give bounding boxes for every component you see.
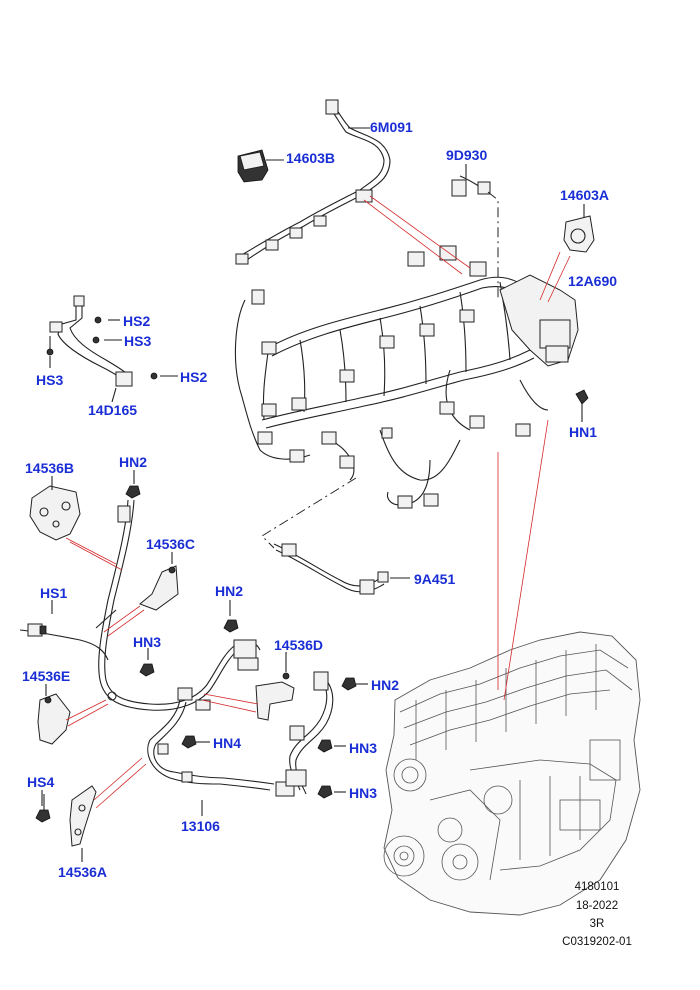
part-6M091 xyxy=(235,99,391,265)
ref-date: 18-2022 xyxy=(575,900,619,912)
label-HN3-lower-right: HN3 xyxy=(349,785,378,801)
label-14D165: 14D165 xyxy=(88,402,138,418)
label-HN2-middle: HN2 xyxy=(215,583,244,599)
label-14536C: 14536C xyxy=(146,536,196,552)
label-HS3-right: HS3 xyxy=(124,333,152,349)
label-HN3-upper-right: HN3 xyxy=(349,740,378,756)
label-HN1: HN1 xyxy=(569,424,598,440)
routing-line-9A451 xyxy=(261,477,357,549)
secondary-harness xyxy=(285,671,334,795)
part-14536A xyxy=(69,785,97,847)
part-14536C xyxy=(139,565,179,611)
label-ticks xyxy=(41,127,585,862)
main-engine-harness xyxy=(234,245,579,509)
part-14603B xyxy=(237,149,269,183)
label-HN2-top: HN2 xyxy=(119,454,148,470)
part-13106 xyxy=(19,499,295,797)
routing-line-9D930 xyxy=(487,191,499,300)
label-HN4: HN4 xyxy=(213,735,242,751)
fasteners xyxy=(35,485,357,823)
part-14603A xyxy=(563,215,595,253)
label-HS3-left: HS3 xyxy=(36,372,64,388)
label-14603A: 14603A xyxy=(560,187,610,203)
label-9D930: 9D930 xyxy=(446,147,488,163)
label-14536B: 14536B xyxy=(25,460,75,476)
label-14536E: 14536E xyxy=(22,668,71,684)
part-14536D xyxy=(255,672,295,721)
part-14D165 xyxy=(46,295,158,387)
label-14603B: 14603B xyxy=(286,150,336,166)
label-HS1: HS1 xyxy=(40,585,68,601)
leader-lines xyxy=(65,195,571,809)
label-HN2-right: HN2 xyxy=(371,677,400,693)
label-HS2-top: HS2 xyxy=(123,313,151,329)
ref-code: C0319202-01 xyxy=(562,936,632,948)
ref-number: 4180101 xyxy=(574,881,620,893)
label-HS2-bottom: HS2 xyxy=(180,369,208,385)
label-9A451: 9A451 xyxy=(414,571,456,587)
engine-assembly xyxy=(383,631,641,916)
label-6M091: 6M091 xyxy=(370,119,413,135)
part-14536B xyxy=(29,485,81,541)
part-14536E xyxy=(37,693,71,745)
label-14536D: 14536D xyxy=(274,637,324,653)
label-13106: 13106 xyxy=(181,818,220,834)
label-12A690: 12A690 xyxy=(568,273,618,289)
part-9A451 xyxy=(273,543,389,595)
label-HS4: HS4 xyxy=(27,774,55,790)
part-HN1-nut xyxy=(575,389,589,410)
ref-revision: 3R xyxy=(589,918,605,930)
label-14536A: 14536A xyxy=(58,864,108,880)
label-HN3-left: HN3 xyxy=(133,634,162,650)
part-9D930 xyxy=(451,175,491,197)
